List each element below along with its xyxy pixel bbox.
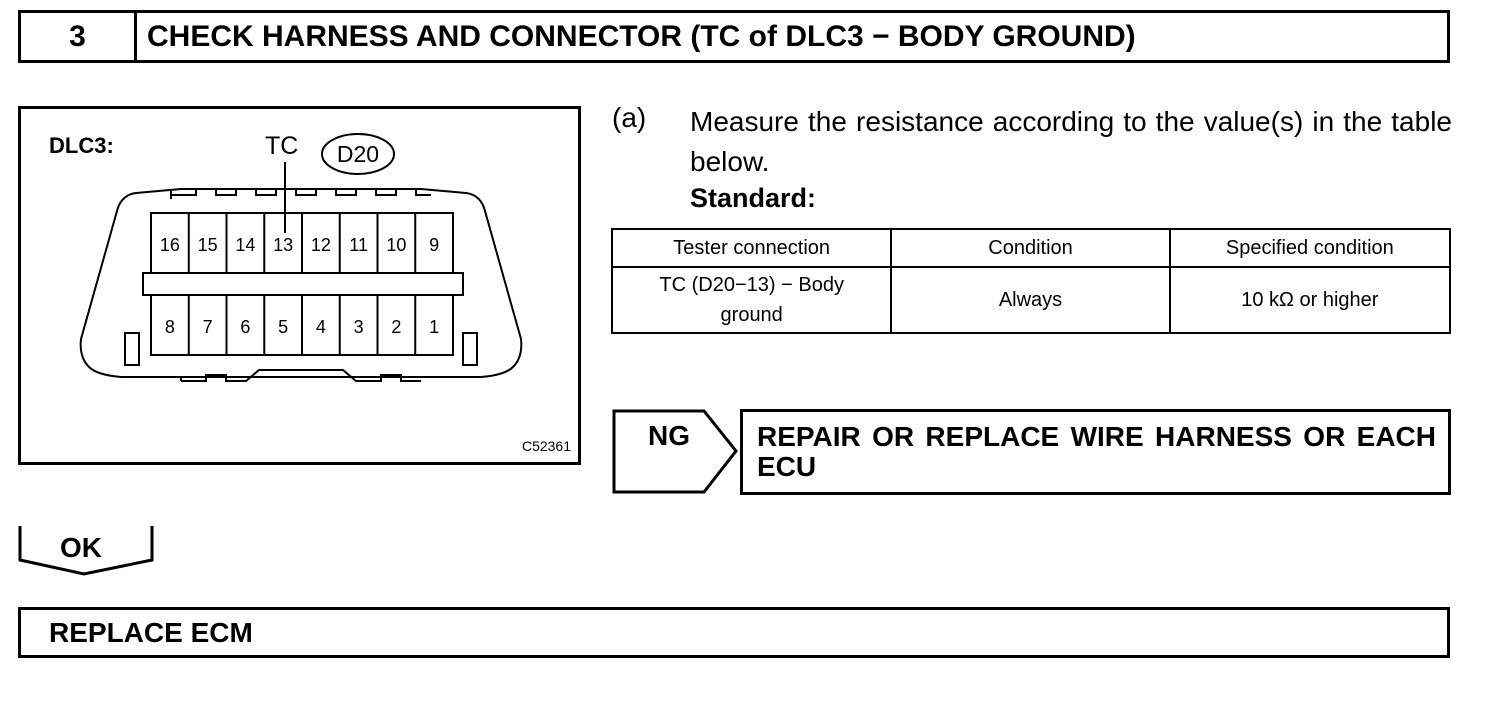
- ng-result-box: REPAIR OR REPLACE WIRE HARNESS OR EACH E…: [740, 409, 1451, 495]
- pin-label: 2: [391, 317, 401, 337]
- connector-diagram: DLC3: TC D20 16 15 14 13 12 11 10 9 8 7 6 5 4 3 2 1 C52…: [18, 106, 581, 465]
- cell-tester-connection: TC (D20−13) − Body ground: [610, 266, 893, 334]
- header-specified-condition: Specified condition: [1168, 228, 1452, 268]
- spec-table: Tester connection Condition Specified co…: [610, 228, 1452, 334]
- ng-result-text: REPAIR OR REPLACE WIRE HARNESS OR EACH E…: [757, 421, 1436, 482]
- ng-label: NG: [648, 420, 690, 451]
- table-header-row: Tester connection Condition Specified co…: [610, 228, 1452, 268]
- pin-label: 1: [429, 317, 439, 337]
- right-latch: [462, 332, 478, 366]
- ng-arrow: [612, 409, 738, 494]
- connector-code-circle: [321, 133, 395, 175]
- instruction-letter: (a): [612, 102, 647, 133]
- header-condition: Condition: [890, 228, 1171, 268]
- pin-label: 16: [160, 235, 180, 255]
- pin-label: 9: [429, 235, 439, 255]
- final-result-box: REPLACE ECM: [18, 607, 1450, 658]
- connection-line1: TC (D20−13) − Body: [659, 274, 844, 296]
- pin-label: 3: [354, 317, 364, 337]
- final-result-text: REPLACE ECM: [49, 616, 253, 648]
- step-title: CHECK HARNESS AND CONNECTOR (TC of DLC3 …: [147, 19, 1136, 53]
- pin-label: 11: [349, 235, 368, 255]
- step-header: 3 CHECK HARNESS AND CONNECTOR (TC of DLC…: [18, 10, 1450, 63]
- connector-code: D20: [337, 141, 379, 167]
- pin-label: 8: [165, 317, 175, 337]
- pin-label: 12: [311, 235, 331, 255]
- terminal-label: TC: [265, 132, 298, 160]
- pin-label: 4: [316, 317, 326, 337]
- pin-label: 14: [235, 235, 255, 255]
- connection-line2: ground: [720, 304, 783, 326]
- pin-label: 7: [203, 317, 213, 337]
- connector-label: DLC3:: [49, 133, 114, 158]
- pin-label: 6: [240, 317, 250, 337]
- cell-condition: Always: [890, 266, 1171, 334]
- header-tester-connection: Tester connection: [610, 228, 893, 268]
- pin-label: 5: [278, 317, 288, 337]
- connector-outline: [79, 188, 523, 378]
- step-number: 3: [21, 13, 137, 60]
- pin-label: 10: [386, 235, 406, 255]
- figure-id: C52361: [522, 438, 571, 454]
- left-latch: [124, 332, 140, 366]
- table-row: TC (D20−13) − Body ground Always 10 kΩ o…: [610, 266, 1452, 334]
- ok-arrow: [18, 526, 154, 576]
- pin-label: 15: [198, 235, 218, 255]
- cell-specified-condition: 10 kΩ or higher: [1168, 266, 1452, 334]
- dlc3-connector-drawing: DLC3: TC D20 16 15 14 13 12 11 10 9 8 7 6 5 4 3 2 1 C52…: [49, 132, 571, 454]
- standard-label: Standard:: [690, 183, 817, 213]
- pin-label: 13: [273, 235, 293, 255]
- center-divider: [142, 272, 464, 296]
- instruction-text: Measure the resistance according to the …: [690, 106, 1452, 177]
- ok-label: OK: [60, 532, 102, 563]
